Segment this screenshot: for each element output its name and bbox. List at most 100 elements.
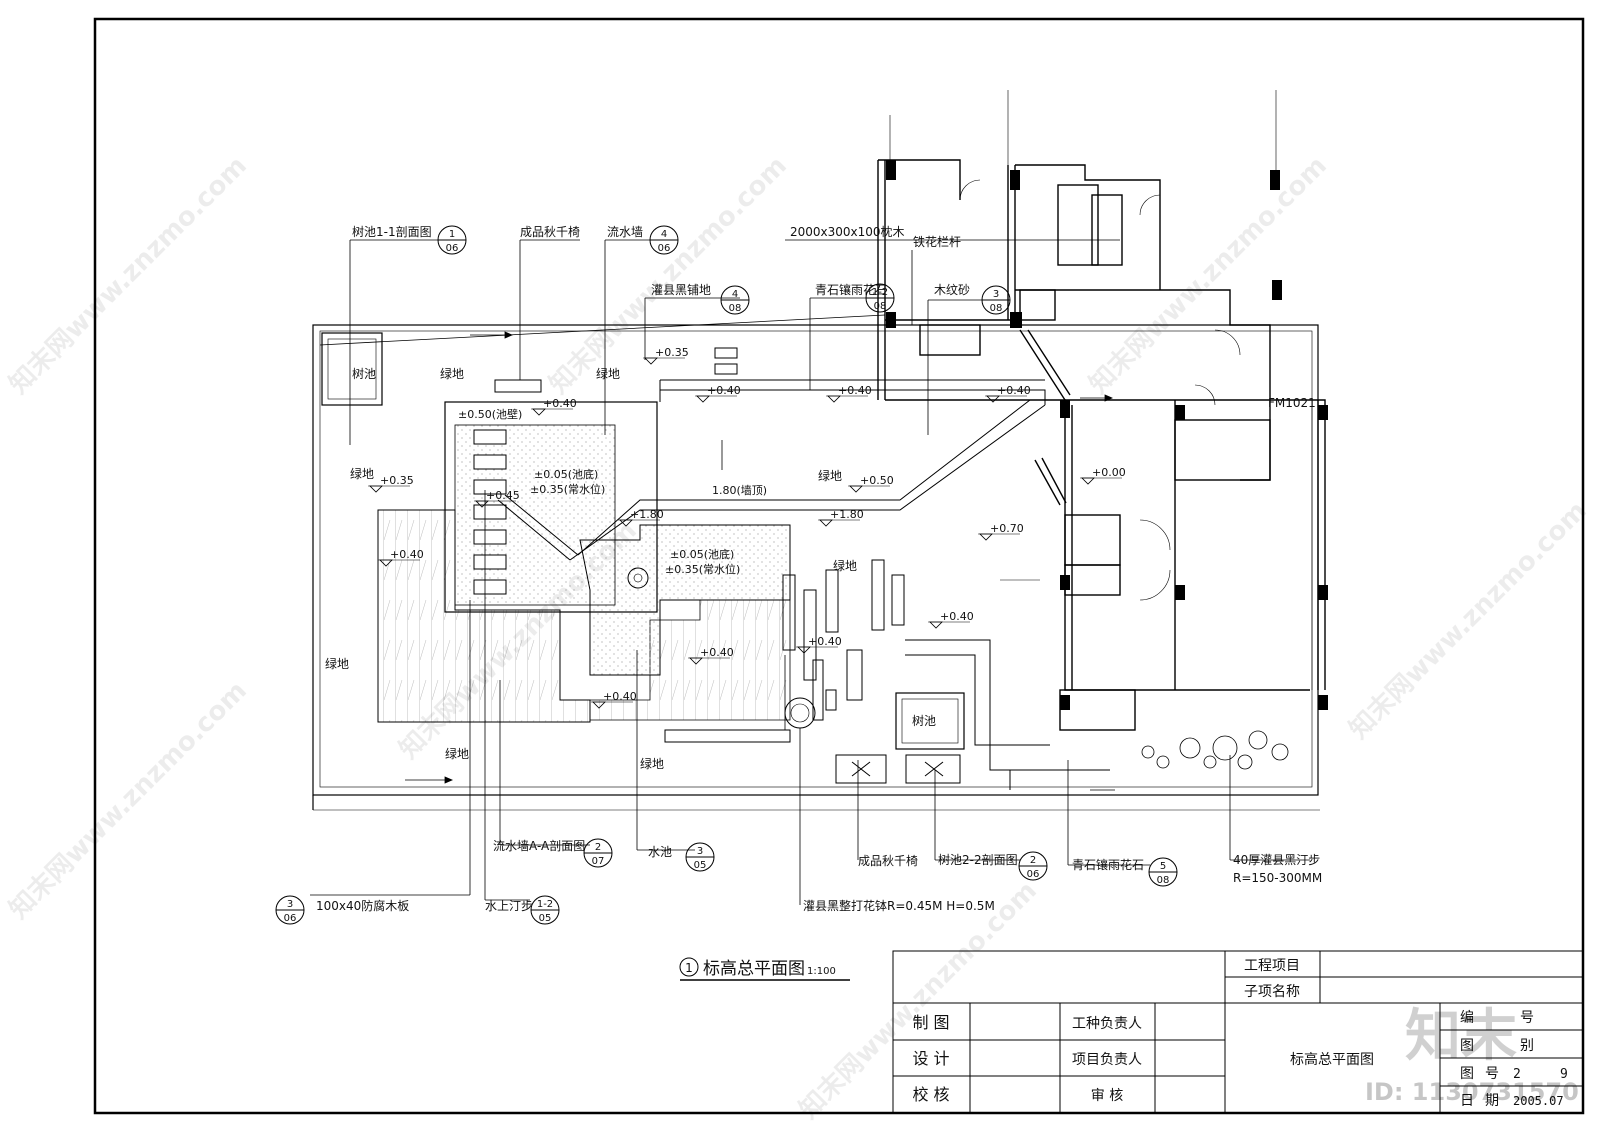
label-green-0: 绿地 <box>440 366 464 381</box>
tb-project: 工程项目 <box>1244 958 1300 974</box>
callout-bottom-2-bubble-num: 2 <box>595 842 601 853</box>
svg-text:+0.40: +0.40 <box>940 610 974 623</box>
svg-text:+0.35: +0.35 <box>655 346 689 359</box>
callout-top-0-bubble-sheet: 06 <box>446 243 459 254</box>
title-block-text: 工程项目 子项名称 制 图 设 计 校 核 工种负责人 项目负责人 审 核 标高… <box>912 958 1567 1109</box>
svg-text:+1.80: +1.80 <box>830 508 864 521</box>
callout-top-2-bubble-sheet: 06 <box>658 243 671 254</box>
tb-col-no-suffix: 号 <box>1520 1010 1534 1026</box>
callout-top-7: 木纹砂 <box>934 283 970 297</box>
tb-col-type: 图 <box>1460 1038 1474 1054</box>
label-tree-pit-2: 树池 <box>912 713 936 728</box>
tree-pit-1 <box>321 332 383 406</box>
tb-col-date: 日 <box>1460 1093 1474 1109</box>
label-door: FM1021 <box>1268 396 1316 410</box>
callout-bottom-6-bubble-num: 5 <box>1160 861 1166 872</box>
fountain-circle <box>627 567 649 589</box>
callout-top-5-bubble-num: 1-2 <box>872 287 888 298</box>
columns <box>886 160 1328 710</box>
svg-text:+0.40: +0.40 <box>707 384 741 397</box>
id-watermark: ID: 1130731570 <box>1365 1078 1579 1106</box>
stepping-stones <box>473 429 507 595</box>
sleepers <box>664 559 905 743</box>
elevation-mark-15: +0.40 <box>796 635 842 654</box>
flow-arrows <box>405 331 1115 791</box>
tb-subitem: 子项名称 <box>1244 984 1300 1000</box>
callout-top-3-bubble-num: 4 <box>732 289 738 300</box>
callout-top-5-bubble-sheet: 08 <box>874 301 887 312</box>
svg-text:+0.40: +0.40 <box>700 646 734 659</box>
elevation-mark-11: +1.80 <box>618 508 664 527</box>
elevation-mark-12: +1.80 <box>818 508 864 527</box>
callout-top-1: 成品秋千椅 <box>520 225 580 239</box>
elevation-mark-13: +0.40 <box>928 610 974 629</box>
svg-text:+0.50: +0.50 <box>860 474 894 487</box>
callout-bottom-1-bubble-num: 1-2 <box>537 899 553 910</box>
callout-bottom-5: 树池2-2剖面图 <box>938 852 1018 867</box>
tb-col-type-suffix: 别 <box>1520 1038 1534 1054</box>
callout-top-2: 流水墙 <box>607 225 643 239</box>
tb-design: 设 计 <box>912 1049 949 1068</box>
callout-bottom-5-bubble-num: 2 <box>1030 855 1036 866</box>
elevation-mark-9: +0.70 <box>978 522 1024 541</box>
label-green-2: 绿地 <box>350 466 374 481</box>
tb-drawn: 制 图 <box>912 1013 949 1032</box>
label-wall-top: 1.80(墙顶) <box>712 483 767 497</box>
pool-wall <box>444 401 658 613</box>
elevation-mark-4: +0.45 <box>474 489 520 508</box>
callout-top-7-bubble: 308 <box>981 285 1011 315</box>
elevation-mark-3: +0.40 <box>378 548 424 567</box>
label-pool-wall: ±0.50(池壁) <box>458 407 522 421</box>
label-pool-bottom-1: ±0.05(池底) <box>534 467 598 481</box>
pool-lower <box>579 524 791 676</box>
elevation-mark-14: +0.40 <box>688 646 734 665</box>
elevation-mark-6: +0.40 <box>826 384 872 403</box>
tb-date: 2005.07 <box>1513 1094 1564 1108</box>
title-number: 1 <box>685 961 693 975</box>
drawing-title: 1 标高总平面图 1:100 <box>679 957 850 981</box>
callout-top-5-bubble: 1-208 <box>865 283 895 313</box>
watermark-1: 知末网www.znzmo.com <box>4 151 253 400</box>
callout-top-0-bubble-num: 1 <box>449 229 455 240</box>
callout-bottom-0-bubble-sheet: 06 <box>284 913 297 924</box>
elevation-mark-8: +0.50 <box>848 474 894 493</box>
tb-col-no2: 图 <box>1460 1066 1474 1082</box>
callout-bottom-1: 水上汀步 <box>485 899 533 913</box>
paving-paths <box>905 639 1110 790</box>
watermark-4: 知末网www.znzmo.com <box>4 676 253 925</box>
svg-text:+1.80: +1.80 <box>630 508 664 521</box>
svg-text:+0.40: +0.40 <box>997 384 1031 397</box>
elevation-mark-2: +0.35 <box>368 474 414 493</box>
watermark-2: 知末网www.znzmo.com <box>544 151 793 400</box>
callout-bottom-9: 灌县黑整打花钵R=0.45M H=0.5M <box>803 898 995 913</box>
title-scale: 1:100 <box>807 966 836 977</box>
labels-layer: 树池树池绿地绿地绿地绿地绿地绿地绿地绿地±0.50(池壁)±0.05(池底)±0… <box>325 346 1316 771</box>
callout-top-4: 2000x300x100枕木 <box>790 224 905 239</box>
svg-text:+0.45: +0.45 <box>486 489 520 502</box>
svg-text:+0.35: +0.35 <box>380 474 414 487</box>
callout-bottom-2: 流水墙A-A剖面图 <box>493 839 585 853</box>
elevation-mark-7: +0.40 <box>985 384 1031 403</box>
label-green-3: 绿地 <box>818 468 842 483</box>
callout-top-0-bubble: 106 <box>437 225 467 255</box>
svg-text:+0.40: +0.40 <box>543 397 577 410</box>
callout-bottom-3-bubble-num: 3 <box>697 846 703 857</box>
title-block <box>892 950 1584 1114</box>
svg-text:+0.40: +0.40 <box>808 635 842 648</box>
callout-bottom-1-bubble: 1-205 <box>530 895 560 925</box>
callout-bottom-0-bubble-num: 3 <box>287 899 293 910</box>
swing-bench-2 <box>835 754 887 784</box>
tb-review: 审 核 <box>1091 1088 1123 1104</box>
callout-bottom-0-bubble: 306 <box>275 895 305 925</box>
elevation-mark-1: +0.40 <box>531 397 577 416</box>
callout-top-3: 灌县黑铺地 <box>651 283 711 297</box>
watermark-3: 知末网www.znzmo.com <box>1084 151 1333 400</box>
label-water-level-1: ±0.35(常水位) <box>530 482 605 496</box>
callout-bottom-6-bubble-sheet: 08 <box>1157 875 1170 886</box>
tb-col-no: 编 <box>1460 1010 1474 1026</box>
callout-bottom-2-bubble-sheet: 07 <box>592 856 605 867</box>
label-water-level-2: ±0.35(常水位) <box>665 562 740 576</box>
tb-check: 校 核 <box>912 1085 949 1104</box>
callout-bottom-3-bubble-sheet: 05 <box>694 860 707 871</box>
